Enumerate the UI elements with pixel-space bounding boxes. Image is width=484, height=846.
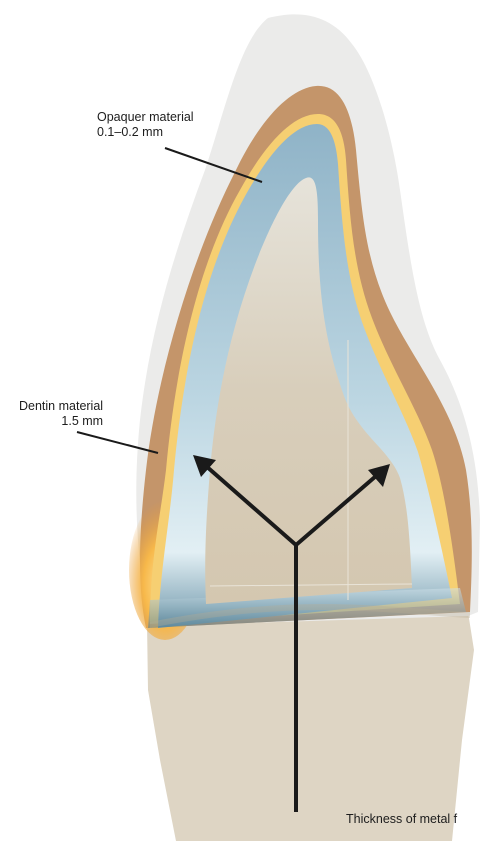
- opaquer-label-name: Opaquer material: [97, 110, 194, 125]
- dentin-label-name: Dentin material: [19, 399, 103, 414]
- dentin-label: Dentin material 1.5 mm: [19, 399, 103, 429]
- dentin-label-value: 1.5 mm: [19, 414, 103, 429]
- opaquer-label: Opaquer material 0.1–0.2 mm: [97, 110, 194, 140]
- metal-thickness-label-name: Thickness of metal f: [346, 812, 457, 827]
- metal-thickness-label: Thickness of metal f: [346, 812, 457, 827]
- tooth-root: [147, 612, 474, 841]
- opaquer-label-value: 0.1–0.2 mm: [97, 125, 194, 140]
